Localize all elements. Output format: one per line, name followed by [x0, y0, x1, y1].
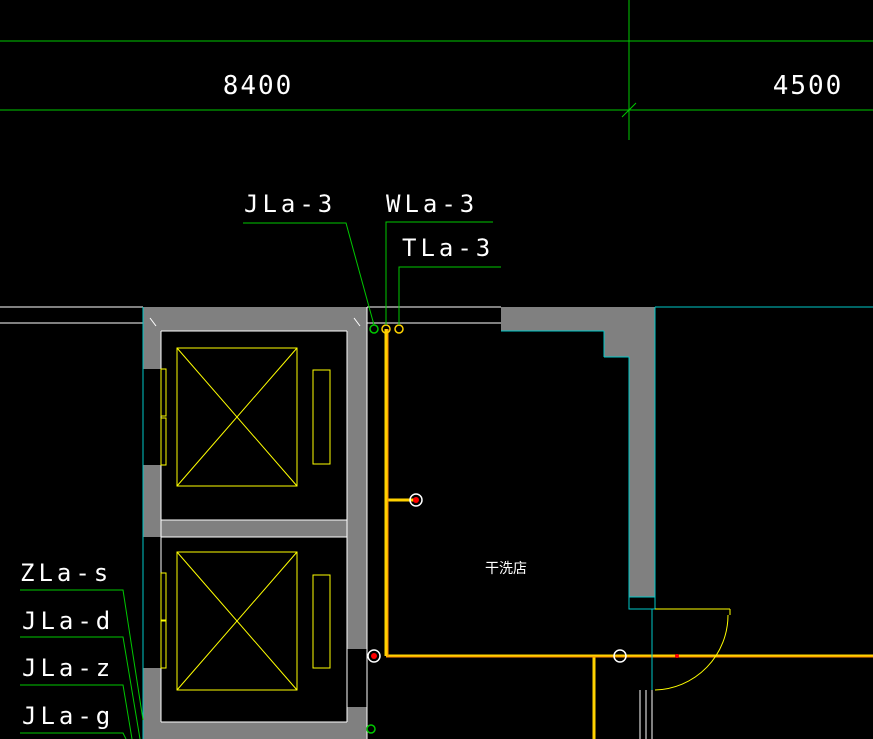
wall-top-elevator [143, 307, 367, 331]
door-swing-arc [654, 614, 729, 691]
leader-jla-3 [243, 222, 375, 326]
elevator-door-upper-2 [160, 417, 167, 466]
pipe-junction-left-dot [371, 653, 377, 659]
pipe-valve-dot [675, 654, 679, 658]
elevator-car-upper-diag-2 [176, 347, 298, 487]
elevator-door-lower-2 [160, 620, 167, 669]
leader-jla-z [20, 684, 133, 739]
elevator-counterweight-lower [312, 574, 331, 669]
tag-leaders-left [20, 589, 144, 739]
floor-drain-marker [409, 493, 423, 507]
riser-marker-tla [394, 324, 404, 334]
elevator-counterweight-upper [312, 369, 331, 465]
elevator-car-lower [160, 551, 331, 691]
shaft-corner-mark-right [353, 317, 361, 327]
wall-left-mid [143, 465, 161, 520]
wall-right-lower [347, 537, 367, 649]
tag-jla-g: JLa-g [22, 702, 114, 730]
floor-drain-dot [413, 497, 419, 503]
dimension-span-right: 4500 [773, 71, 844, 101]
room-label: 干洗店 [485, 561, 527, 577]
dimension-span-left: 8400 [223, 71, 294, 101]
wall-bottom-elevator [143, 722, 367, 739]
tag-jla-d: JLa-d [22, 607, 114, 635]
elevator-car-upper [160, 347, 331, 487]
leader-jla-d [20, 636, 141, 739]
leader-wla-3 [385, 221, 493, 325]
elevator-car-upper-box [176, 347, 298, 487]
door-jamb-upper [628, 596, 656, 610]
shaft-corner-marks [149, 317, 361, 327]
riser-marker-jla [369, 324, 379, 334]
wall-outlines [0, 306, 873, 739]
wall-left-lower [143, 668, 161, 739]
wall-right-upper [347, 307, 367, 520]
leader-zla-s [20, 589, 144, 721]
tag-jla-z: JLa-z [22, 654, 114, 682]
dimension-lines [0, 0, 873, 140]
tag-tla-3: TLa-3 [402, 234, 494, 262]
pipe-junction-left [367, 649, 381, 663]
wall-left-upper [143, 307, 161, 369]
tag-jla-3: JLa-3 [244, 190, 336, 218]
elevator-door-lower-1 [160, 572, 167, 621]
tag-zla-s: ZLa-s [20, 559, 112, 587]
door [628, 596, 731, 739]
wall-column-right [629, 307, 655, 597]
leader-tla-3 [398, 266, 501, 325]
leader-jla-g [20, 732, 127, 739]
tag-leaders-top [243, 221, 501, 326]
wall-elevator-divider [143, 520, 367, 537]
dimension-tick [621, 102, 637, 118]
elevator-car-lower-diag-2 [176, 551, 298, 691]
riser-marker-lower [366, 724, 376, 734]
tag-wla-3: WLa-3 [386, 190, 478, 218]
pipe-junction-right [613, 649, 627, 663]
elevator-car-lower-box [176, 551, 298, 691]
elevator-door-upper-1 [160, 368, 167, 417]
walls [143, 307, 655, 739]
shaft-corner-mark-left [149, 317, 157, 327]
